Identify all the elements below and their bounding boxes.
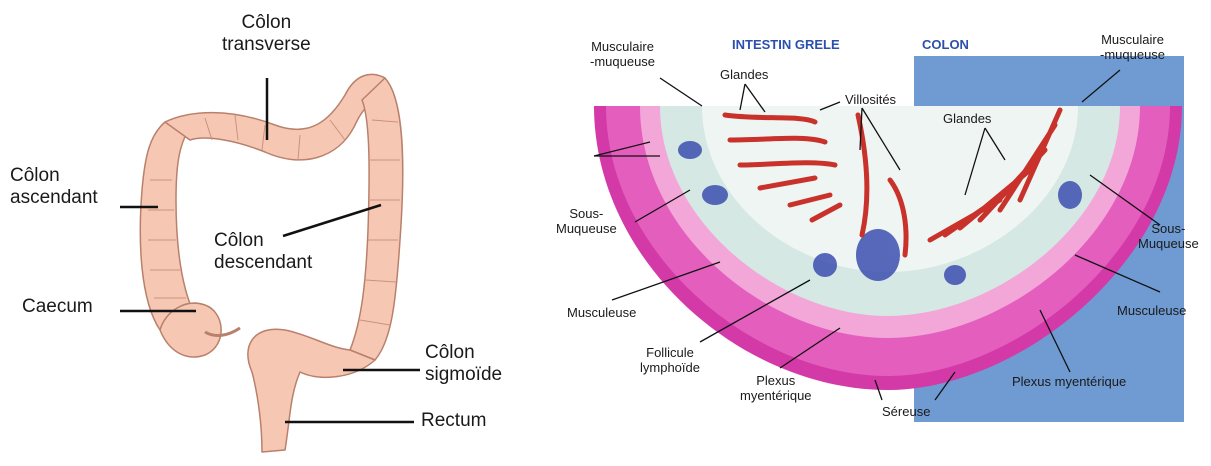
- label-sereuse: Séreuse: [882, 405, 930, 420]
- label-colon-ascendant: Côlon ascendant: [10, 165, 98, 209]
- label-glandes-left: Glandes: [720, 68, 768, 83]
- label-musculaire-muqueuse-left: Musculaire -muqueuse: [590, 40, 655, 70]
- label-colon-transverse: Côlon transverse: [222, 12, 311, 56]
- heading-colon: COLON: [922, 38, 969, 53]
- label-sous-muqueuse-right: Sous- Muqueuse: [1138, 222, 1199, 252]
- heading-intestin-grele: INTESTIN GRELE: [732, 38, 840, 53]
- label-colon-sigmoide: Côlon sigmoïde: [425, 342, 502, 386]
- label-musculaire-muqueuse-right: Musculaire -muqueuse: [1100, 33, 1165, 63]
- label-sous-muqueuse-left: Sous- Muqueuse: [556, 207, 617, 237]
- label-plexus-right: Plexus myentérique: [1012, 375, 1126, 390]
- label-follicule-lymphoide: Follicule lymphoïde: [640, 346, 700, 376]
- label-musculeuse-left: Musculeuse: [567, 306, 636, 321]
- label-villosites: Villosités: [845, 93, 896, 108]
- label-musculeuse-right: Musculeuse: [1117, 304, 1186, 319]
- label-plexus-left: Plexus myentérique: [740, 374, 812, 404]
- colon-ascending-shape: [140, 122, 196, 330]
- label-caecum: Caecum: [22, 296, 93, 318]
- label-colon-descendant: Côlon descendant: [214, 230, 312, 274]
- colon-transverse-shape: [165, 74, 385, 160]
- label-glandes-right: Glandes: [943, 112, 991, 127]
- label-rectum: Rectum: [421, 410, 486, 432]
